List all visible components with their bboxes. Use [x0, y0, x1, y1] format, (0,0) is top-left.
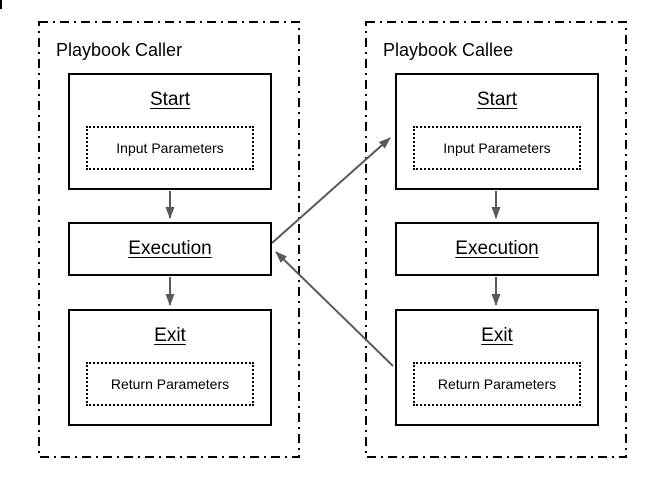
node-label: Exit	[481, 325, 513, 346]
node-label: Execution	[455, 238, 539, 259]
param-label: Input Parameters	[116, 139, 224, 156]
param-label: Return Parameters	[437, 375, 557, 392]
panel-playbook-caller: Playbook Caller Start Input Parameters E…	[38, 21, 300, 458]
node-callee-start: Start Input Parameters	[395, 73, 599, 190]
node-label: Start	[149, 89, 191, 110]
node-caller-exit: Exit Return Parameters	[68, 309, 272, 426]
node-label: Execution	[128, 238, 212, 259]
node-callee-exit: Exit Return Parameters	[395, 309, 599, 426]
param-label: Input Parameters	[443, 139, 551, 156]
screen-edge-artifact	[0, 0, 2, 9]
input-parameters-box: Input Parameters	[413, 126, 581, 170]
panel-title: Playbook Callee	[383, 40, 514, 60]
input-parameters-box: Input Parameters	[86, 126, 254, 170]
param-label: Return Parameters	[110, 375, 230, 392]
return-parameters-box: Return Parameters	[86, 362, 254, 406]
panel-title: Playbook Caller	[56, 40, 183, 60]
node-label: Start	[476, 89, 518, 110]
node-caller-start: Start Input Parameters	[68, 73, 272, 190]
node-caller-execution: Execution	[68, 222, 272, 276]
node-callee-execution: Execution	[395, 222, 599, 276]
return-parameters-box: Return Parameters	[413, 362, 581, 406]
node-label: Exit	[154, 325, 186, 346]
panel-playbook-callee: Playbook Callee Start Input Parameters E…	[365, 21, 627, 458]
